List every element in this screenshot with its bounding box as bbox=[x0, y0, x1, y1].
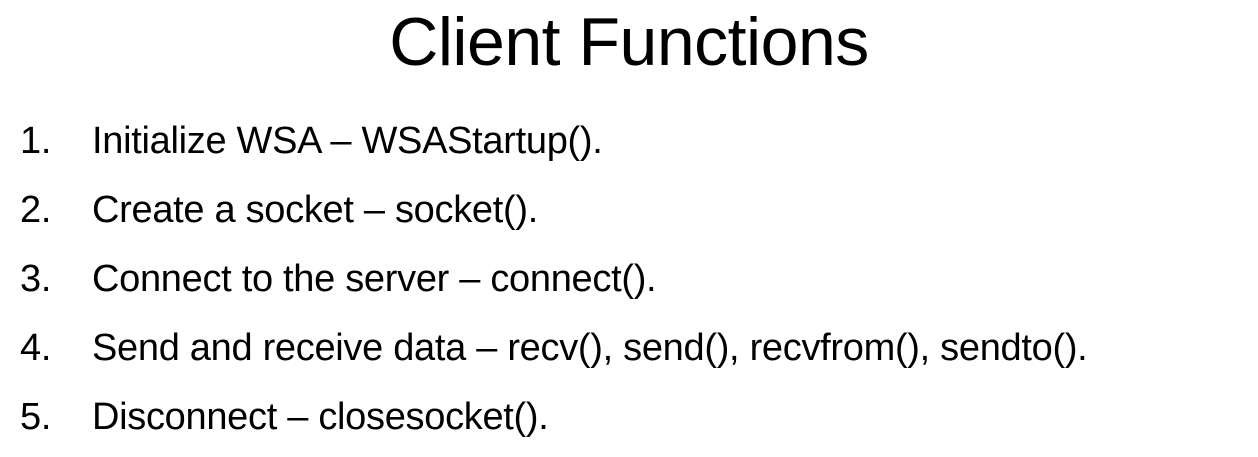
list-item-number: 5. bbox=[20, 396, 52, 438]
slide-title: Client Functions bbox=[389, 4, 869, 80]
list-item-number: 3. bbox=[20, 258, 52, 300]
list-item-text: Create a socket – socket(). bbox=[92, 189, 538, 231]
list-item-number: 2. bbox=[20, 189, 52, 231]
list-item-text: Disconnect – closesocket(). bbox=[92, 396, 549, 438]
list-item-text: Connect to the server – connect(). bbox=[92, 258, 657, 300]
list-item-text: Send and receive data – recv(), send(), … bbox=[92, 327, 1088, 369]
list-item-number: 4. bbox=[20, 327, 52, 369]
list-item-text: Initialize WSA – WSAStartup(). bbox=[92, 120, 603, 162]
list-item-number: 1. bbox=[20, 120, 52, 162]
